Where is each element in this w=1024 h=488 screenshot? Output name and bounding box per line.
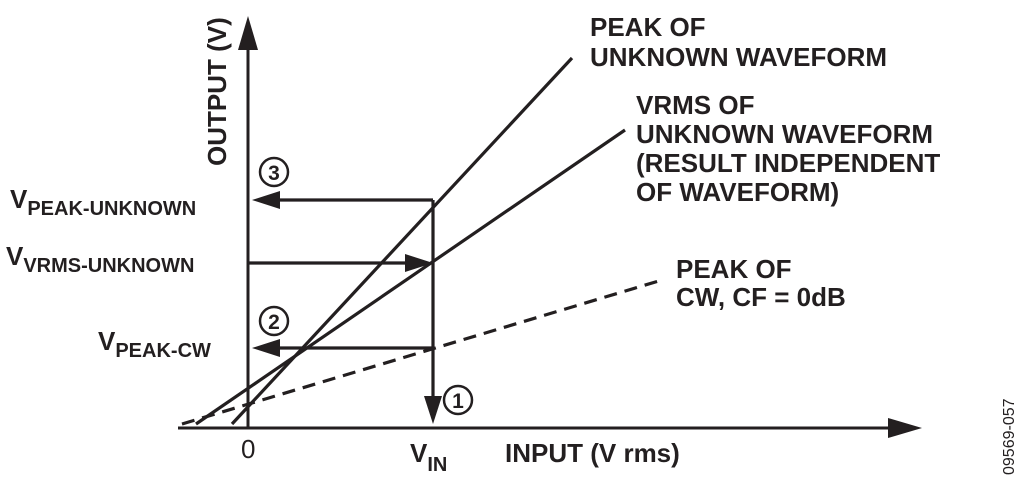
vin-down-arrowhead — [424, 396, 442, 424]
vrms-unknown-right-arrowhead — [405, 254, 433, 272]
vrms-unknown-line — [195, 128, 626, 426]
v-peak-unknown-main: V — [10, 184, 28, 214]
peak-cw-left-arrowhead — [252, 339, 280, 357]
origin-label: 0 — [241, 434, 255, 464]
step-1-marker: 1 — [442, 384, 474, 416]
v-peak-unknown-label: VPEAK-UNKNOWN — [10, 184, 196, 220]
peak-cw-caption-line-1: PEAK OF — [676, 254, 792, 284]
v-vrms-unknown-main: V — [6, 241, 24, 271]
peak-cw-caption: PEAK OF CW, CF = 0dB — [676, 254, 846, 312]
y-axis-label: OUTPUT (V) — [202, 17, 232, 166]
step-2-marker: 2 — [258, 305, 290, 337]
vin-label-sub: IN — [427, 454, 447, 476]
step-3-number: 3 — [268, 162, 280, 185]
peak-unknown-line — [230, 56, 574, 426]
x-axis-label: INPUT (V rms) — [505, 438, 680, 468]
v-peak-cw-sub: PEAK-CW — [115, 340, 211, 362]
peak-unknown-caption: PEAK OF UNKNOWN WAVEFORM — [590, 12, 887, 72]
peak-unknown-left-arrowhead — [252, 191, 280, 209]
x-axis-arrowhead — [888, 418, 922, 438]
vrms-unknown-caption-line-1: VRMS OF — [636, 90, 754, 120]
vin-label-main: V — [410, 438, 428, 468]
step-1-number: 1 — [452, 390, 464, 413]
vrms-unknown-caption-line-3: (RESULT INDEPENDENT — [636, 148, 940, 178]
v-vrms-unknown-sub: VRMS-UNKNOWN — [23, 255, 194, 277]
peak-cw-caption-line-2: CW, CF = 0dB — [676, 282, 846, 312]
vrms-unknown-caption: VRMS OF UNKNOWN WAVEFORM (RESULT INDEPEN… — [636, 90, 940, 207]
peak-unknown-caption-line-1: PEAK OF — [590, 12, 706, 42]
vrms-unknown-caption-line-4: OF WAVEFORM) — [636, 177, 839, 207]
v-peak-cw-label: VPEAK-CW — [98, 326, 211, 362]
step-2-number: 2 — [268, 311, 280, 334]
vrms-unknown-caption-line-2: UNKNOWN WAVEFORM — [636, 119, 933, 149]
v-peak-cw-main: V — [98, 326, 116, 356]
v-vrms-unknown-label: VVRMS-UNKNOWN — [6, 241, 194, 277]
peak-unknown-caption-line-2: UNKNOWN WAVEFORM — [590, 42, 887, 72]
peak-cw-line — [181, 278, 663, 426]
v-peak-unknown-sub: PEAK-UNKNOWN — [27, 198, 196, 220]
step-3-marker: 3 — [258, 156, 290, 188]
figure-id: 09569-057 — [1001, 398, 1018, 475]
y-axis-arrowhead — [238, 16, 258, 50]
vin-label: VIN — [410, 438, 447, 476]
